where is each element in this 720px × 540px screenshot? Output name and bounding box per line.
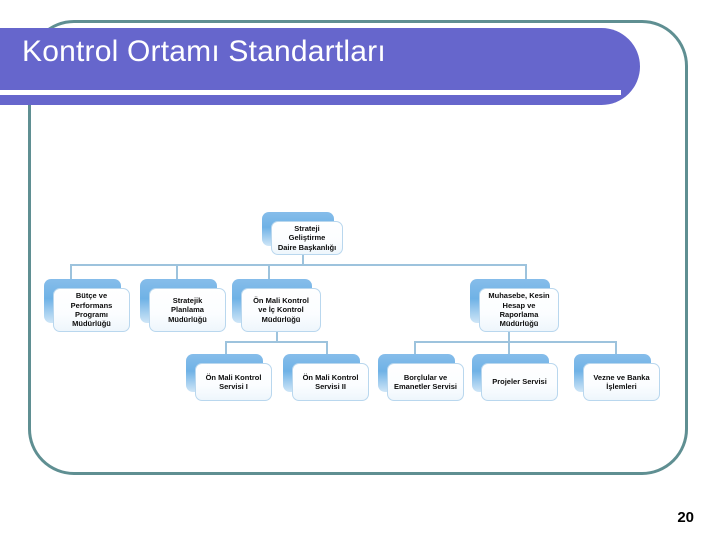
org-node-label: Stratejik Planlama Müdürlüğü <box>168 295 207 324</box>
org-node-label: Ön Mali Kontrol ve İç Kontrol Müdürlüğü <box>253 295 309 324</box>
node-face: Projeler Servisi <box>481 363 558 401</box>
org-node-projeler-servisi[interactable]: Projeler Servisi <box>472 354 558 401</box>
connector-muhasebe-drop-2 <box>508 341 510 355</box>
connector-muhasebe-drop-1 <box>414 341 416 355</box>
org-node-label: Bütçe ve Performans Programı Müdürlüğü <box>70 291 113 329</box>
node-face: Vezne ve Banka İşlemleri <box>583 363 660 401</box>
connector-level2-drop-2 <box>176 264 178 281</box>
node-face: Ön Mali Kontrol Servisi II <box>292 363 369 401</box>
connector-level2-drop-1 <box>70 264 72 281</box>
connector-muhasebe-stem <box>508 330 510 342</box>
connector-root-stem <box>302 249 304 265</box>
org-node-borclular-emanetler-servisi[interactable]: Borçlular ve Emanetler Servisi <box>378 354 464 401</box>
title-underline-rule <box>0 90 621 95</box>
node-face: Bütçe ve Performans Programı Müdürlüğü <box>53 288 130 332</box>
page-title: Kontrol Ortamı Standartları <box>22 35 386 68</box>
org-node-stratejik-planlama[interactable]: Stratejik Planlama Müdürlüğü <box>140 279 226 332</box>
node-face: Borçlular ve Emanetler Servisi <box>387 363 464 401</box>
org-node-root[interactable]: Strateji Geliştirme Daire Başkanlığı <box>262 212 343 255</box>
node-face: Stratejik Planlama Müdürlüğü <box>149 288 226 332</box>
org-node-muhasebe-kesin-hesap[interactable]: Muhasebe, Kesin Hesap ve Raporlama Müdür… <box>470 279 559 332</box>
connector-onmali-drop-1 <box>225 341 227 355</box>
org-node-on-mali-kontrol-servisi-1[interactable]: Ön Mali Kontrol Servisi I <box>186 354 272 401</box>
connector-onmali-bus <box>225 341 328 343</box>
org-node-on-mali-kontrol-ic-kontrol[interactable]: Ön Mali Kontrol ve İç Kontrol Müdürlüğü <box>232 279 321 332</box>
org-node-label: Vezne ve Banka İşlemleri <box>593 372 650 391</box>
org-node-label: Borçlular ve Emanetler Servisi <box>394 372 457 391</box>
connector-level2-drop-3 <box>268 264 270 281</box>
org-node-label: Muhasebe, Kesin Hesap ve Raporlama Müdür… <box>488 291 550 329</box>
org-node-butce-performans[interactable]: Bütçe ve Performans Programı Müdürlüğü <box>44 279 130 332</box>
connector-muhasebe-bus <box>414 341 617 343</box>
org-node-label: Projeler Servisi <box>492 377 547 387</box>
connector-level2-bus <box>70 264 527 266</box>
connector-muhasebe-drop-3 <box>615 341 617 355</box>
connector-onmali-drop-2 <box>326 341 328 355</box>
node-face: Ön Mali Kontrol ve İç Kontrol Müdürlüğü <box>241 288 321 332</box>
org-node-label: Strateji Geliştirme Daire Başkanlığı <box>277 223 337 252</box>
org-node-on-mali-kontrol-servisi-2[interactable]: Ön Mali Kontrol Servisi II <box>283 354 369 401</box>
slide-border-frame <box>28 20 688 475</box>
connector-level2-drop-4 <box>525 264 527 281</box>
org-node-label: Ön Mali Kontrol Servisi II <box>302 372 359 391</box>
org-node-label: Ön Mali Kontrol Servisi I <box>205 372 262 391</box>
page-number: 20 <box>677 509 694 526</box>
org-node-vezne-banka-islemleri[interactable]: Vezne ve Banka İşlemleri <box>574 354 660 401</box>
node-face: Muhasebe, Kesin Hesap ve Raporlama Müdür… <box>479 288 559 332</box>
node-face: Strateji Geliştirme Daire Başkanlığı <box>271 221 343 255</box>
connector-onmali-stem <box>276 330 278 342</box>
title-banner: Kontrol Ortamı Standartları <box>0 28 640 105</box>
node-face: Ön Mali Kontrol Servisi I <box>195 363 272 401</box>
